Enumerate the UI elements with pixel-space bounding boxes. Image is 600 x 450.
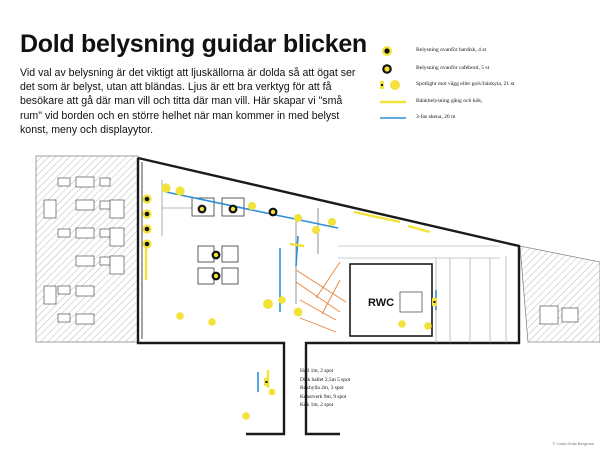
legend-item-bar-pendant: Belysning ovanför bardisk, 4 st xyxy=(372,44,592,58)
summary-line: Kök 1m, 2 spot xyxy=(300,402,334,409)
pendant-dark-dot-icon xyxy=(142,194,152,204)
rwc-room-label: RWC xyxy=(368,297,394,309)
pendant-yellow-ring-icon xyxy=(211,250,221,260)
terrace-left xyxy=(35,155,139,343)
wall-washers xyxy=(264,298,437,386)
summary-line: Disk hallet 2,5m 5 spot xyxy=(300,376,351,383)
pendant-dark-dot-icon xyxy=(382,46,392,56)
pendant-dark-dot-icon xyxy=(142,209,152,219)
spotlights xyxy=(161,183,432,420)
legend-label: Belysning ovanför cafébord, 5 st xyxy=(416,65,490,71)
summary-line: Bokhylla 2m, 3 spot xyxy=(300,385,344,392)
legend-item-track: 3-fas skena, 20 m xyxy=(372,111,592,125)
summary-line: Konstverk 9m, 9 spot xyxy=(300,393,347,400)
track-line-icon xyxy=(380,117,406,119)
spotlight-icon xyxy=(380,80,400,90)
counter-light-line-icon xyxy=(380,100,406,104)
lighting-summary: Hall 1m, 2 spot Disk hallet 2,5m 5 spot … xyxy=(300,367,350,410)
legend-label: 3-fas skena, 20 m xyxy=(416,114,456,120)
legend-label: Bänkbelysning gång och kök, xyxy=(416,98,483,104)
legend-label: Spotlight mot vägg eller golv/bänkyta, 2… xyxy=(416,81,515,87)
legend-item-cafe-pendant: Belysning ovanför cafébord, 5 st xyxy=(372,62,592,76)
credit-text: © Linda Holst Bergman xyxy=(552,441,594,446)
pendant-dark-dot-icon xyxy=(142,224,152,234)
cafe-pendants xyxy=(197,204,278,281)
page-title: Dold belysning guidar blicken xyxy=(20,30,367,58)
counter-lights xyxy=(144,210,431,388)
intro-paragraph: Vid val av belysning är det viktigt att … xyxy=(20,67,356,136)
legend-label: Belysning ovanför bardisk, 4 st xyxy=(416,47,487,53)
bar-pendants xyxy=(142,194,152,249)
sightlines xyxy=(295,261,347,333)
pendant-yellow-ring-icon xyxy=(382,64,392,74)
summary-line: Hall 1m, 2 spot xyxy=(300,368,334,374)
pendant-dark-dot-icon xyxy=(142,239,152,249)
pendant-yellow-ring-icon xyxy=(268,207,278,217)
pendant-yellow-ring-icon xyxy=(197,204,207,214)
pendant-yellow-ring-icon xyxy=(228,204,238,214)
pendant-yellow-ring-icon xyxy=(211,271,221,281)
legend-item-counter-light: Bänkbelysning gång och kök, xyxy=(372,95,592,109)
legend-item-spotlight: Spotlight mot vägg eller golv/bänkyta, 2… xyxy=(372,78,592,92)
terrace-right xyxy=(519,245,600,343)
